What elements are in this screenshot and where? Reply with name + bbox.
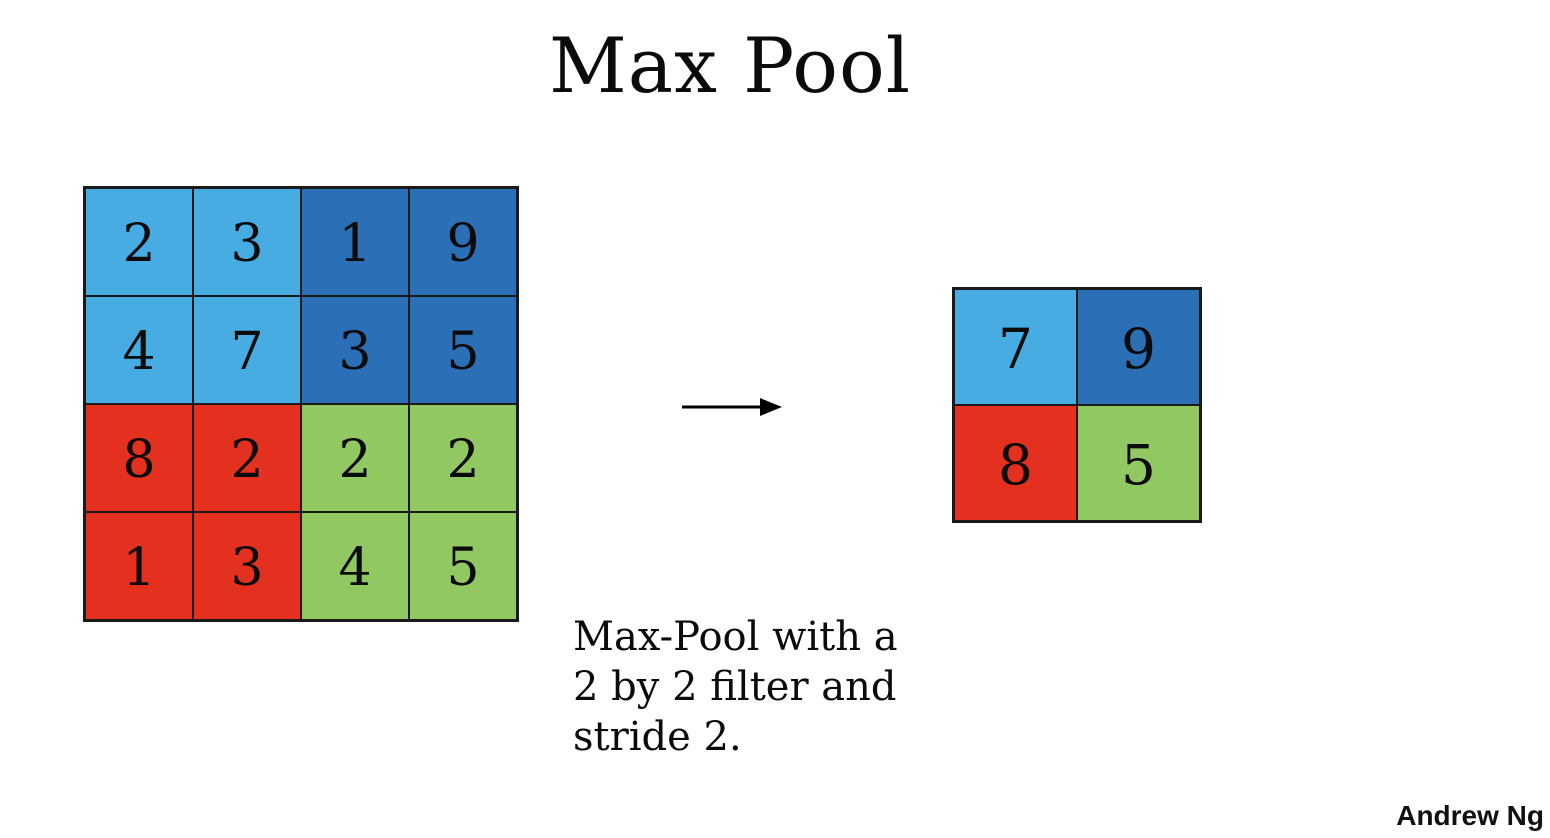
matrix-cell: 3 bbox=[301, 296, 409, 404]
matrix-cell: 3 bbox=[193, 512, 301, 620]
page-title: Max Pool bbox=[548, 21, 912, 110]
matrix-cell: 9 bbox=[409, 188, 517, 296]
matrix-cell: 4 bbox=[85, 296, 193, 404]
matrix-cell: 8 bbox=[85, 404, 193, 512]
matrix-cell: 1 bbox=[301, 188, 409, 296]
matrix-cell: 2 bbox=[301, 404, 409, 512]
matrix-cell: 7 bbox=[954, 289, 1077, 405]
caption-line: Max-Pool with a bbox=[573, 614, 898, 660]
matrix-cell: 2 bbox=[409, 404, 517, 512]
caption-line: 2 by 2 filter and bbox=[573, 664, 897, 710]
matrix-cell: 2 bbox=[193, 404, 301, 512]
matrix-cell: 5 bbox=[409, 512, 517, 620]
matrix-cell: 1 bbox=[85, 512, 193, 620]
matrix-cell: 8 bbox=[954, 405, 1077, 521]
right-arrow-icon bbox=[682, 398, 782, 416]
matrix-cell: 3 bbox=[193, 188, 301, 296]
matrix-cell: 9 bbox=[1077, 289, 1200, 405]
caption-line: stride 2. bbox=[573, 714, 742, 760]
matrix-cell: 5 bbox=[409, 296, 517, 404]
matrix-cell: 7 bbox=[193, 296, 301, 404]
caption: Max-Pool with a 2 by 2 filter and stride… bbox=[573, 612, 898, 762]
matrix-cell: 5 bbox=[1077, 405, 1200, 521]
credit-author: Andrew Ng bbox=[1396, 800, 1544, 831]
matrix-cell: 2 bbox=[85, 188, 193, 296]
matrix-cell: 4 bbox=[301, 512, 409, 620]
